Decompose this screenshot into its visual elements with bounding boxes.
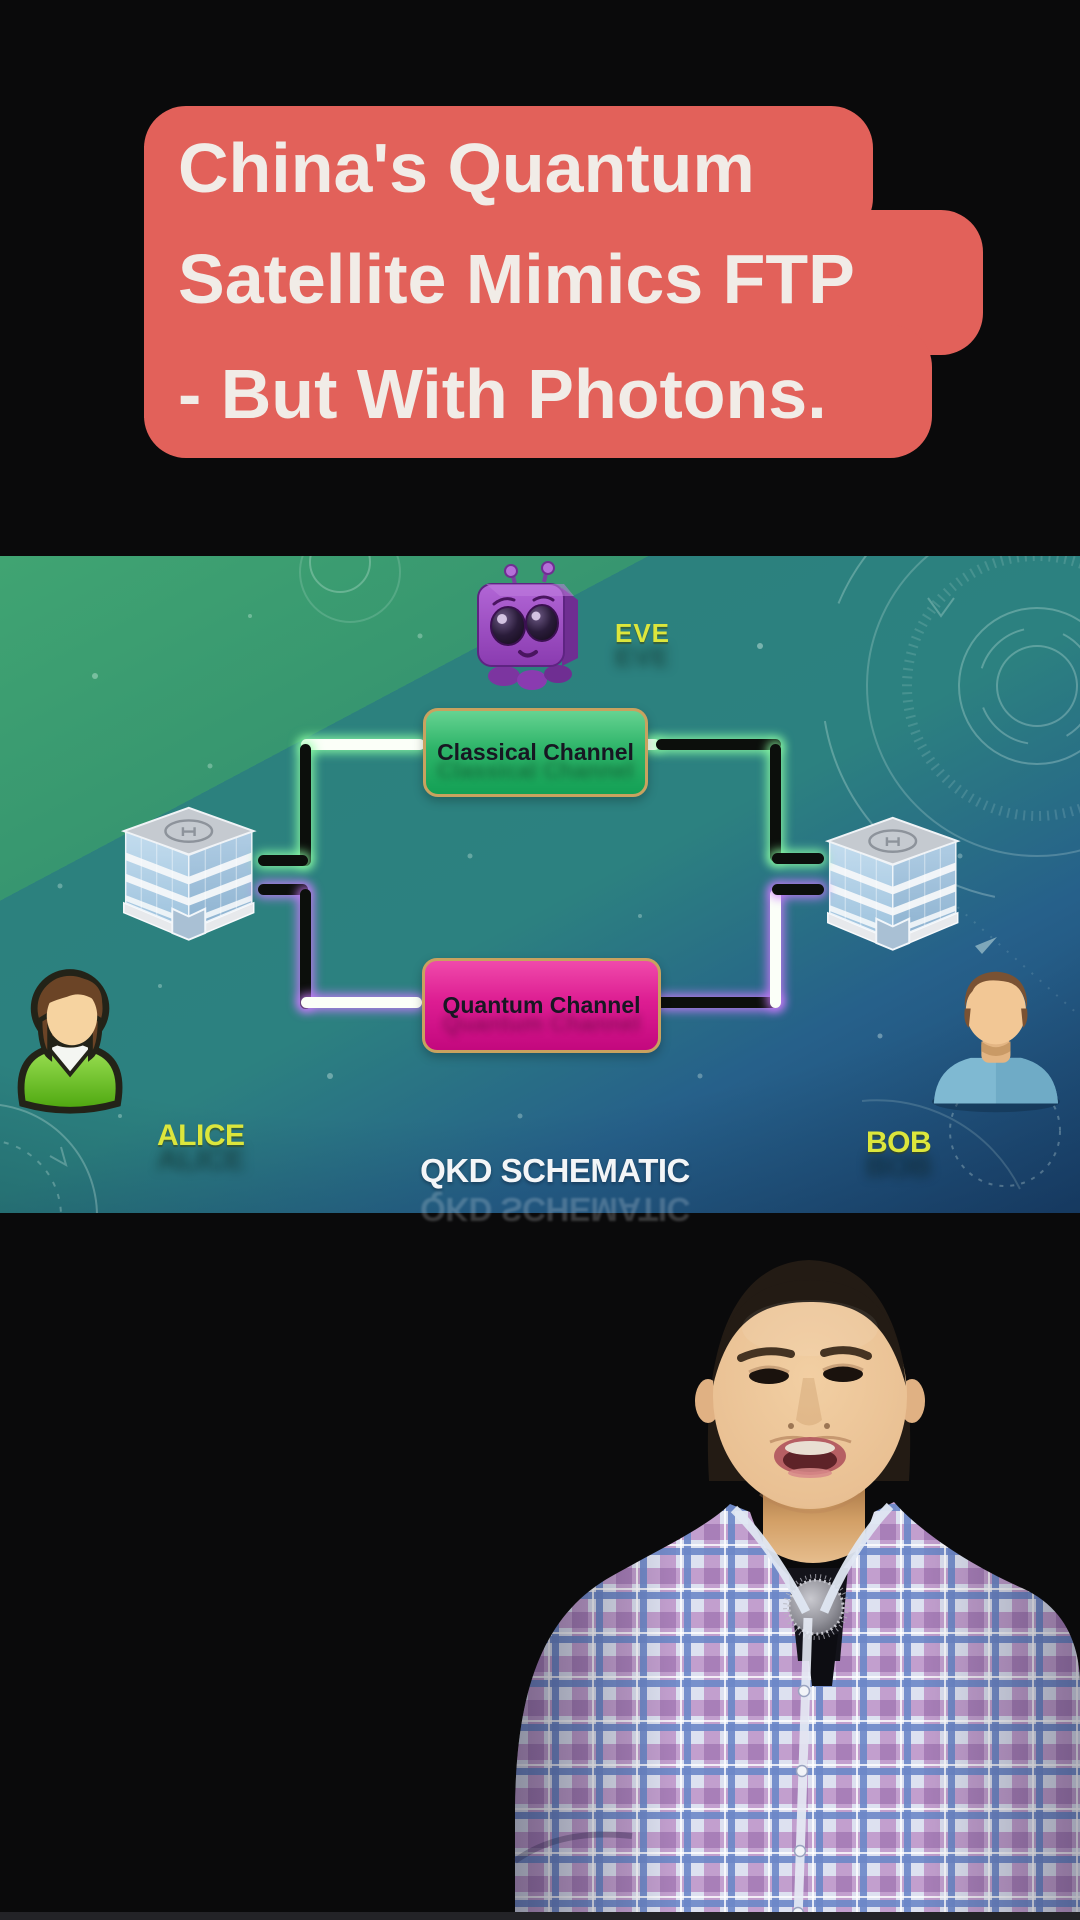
title-card-filler bbox=[144, 146, 644, 418]
decorative-arcs bbox=[0, 556, 1080, 1213]
alice-building-illustration bbox=[122, 806, 255, 941]
title-line-1: China's Quantum bbox=[178, 129, 755, 207]
classical-channel-box: Classical Channel bbox=[423, 708, 648, 797]
classical-wire-left-stub bbox=[258, 855, 308, 866]
quantum-wire-left-vertical bbox=[300, 889, 311, 1009]
bob-label: BOB bbox=[866, 1126, 932, 1159]
presenter-illustration bbox=[513, 1260, 1080, 1920]
classical-wire-right-stub bbox=[772, 853, 824, 864]
alice-avatar bbox=[17, 969, 123, 1114]
eve-label: EVE bbox=[615, 618, 671, 648]
qkd-diagram-panel: Classical Channel Quantum Channel EVE AL… bbox=[0, 556, 1080, 1228]
diagram-illustrations bbox=[0, 556, 1080, 1213]
title-line-2: Satellite Mimics FTP bbox=[178, 240, 855, 318]
title-line-3: - But With Photons. bbox=[178, 355, 827, 433]
classical-wire-right-nub bbox=[642, 739, 660, 750]
classical-channel-label: Classical Channel bbox=[437, 739, 634, 765]
quantum-wire-left-horizontal bbox=[301, 997, 422, 1008]
eve-character-illustration bbox=[477, 561, 578, 690]
quantum-wire-right-horizontal bbox=[655, 997, 781, 1008]
bob-avatar bbox=[931, 971, 1060, 1113]
classical-wire-left-horizontal bbox=[301, 739, 425, 750]
classical-wire-right-vertical bbox=[770, 744, 781, 862]
quantum-channel-box: Quantum Channel bbox=[422, 958, 661, 1053]
classical-wire-left-vertical bbox=[300, 744, 311, 866]
collar-right bbox=[819, 1502, 894, 1614]
bottom-letterbox-bar bbox=[0, 1912, 1080, 1920]
diagram-caption: QKD SCHEMATIC bbox=[420, 1152, 690, 1189]
alice-label: ALICE bbox=[157, 1119, 245, 1152]
quantum-channel-label: Quantum Channel bbox=[442, 992, 641, 1018]
classical-wire-right-horizontal bbox=[656, 739, 781, 750]
sleeve-crease bbox=[513, 1831, 633, 1864]
quantum-wire-right-stub bbox=[772, 884, 824, 895]
shirt-buttons bbox=[791, 1684, 811, 1920]
collar-left bbox=[730, 1505, 811, 1615]
bob-building-illustration bbox=[826, 816, 959, 951]
quantum-wire-left-stub bbox=[258, 884, 308, 895]
mic-clip bbox=[806, 1634, 838, 1686]
quantum-wire-right-vertical bbox=[770, 889, 781, 1008]
sparkle-dots bbox=[57, 614, 997, 1119]
presenter-head bbox=[695, 1260, 925, 1514]
presenter-shirt-shading bbox=[515, 1502, 1080, 1920]
